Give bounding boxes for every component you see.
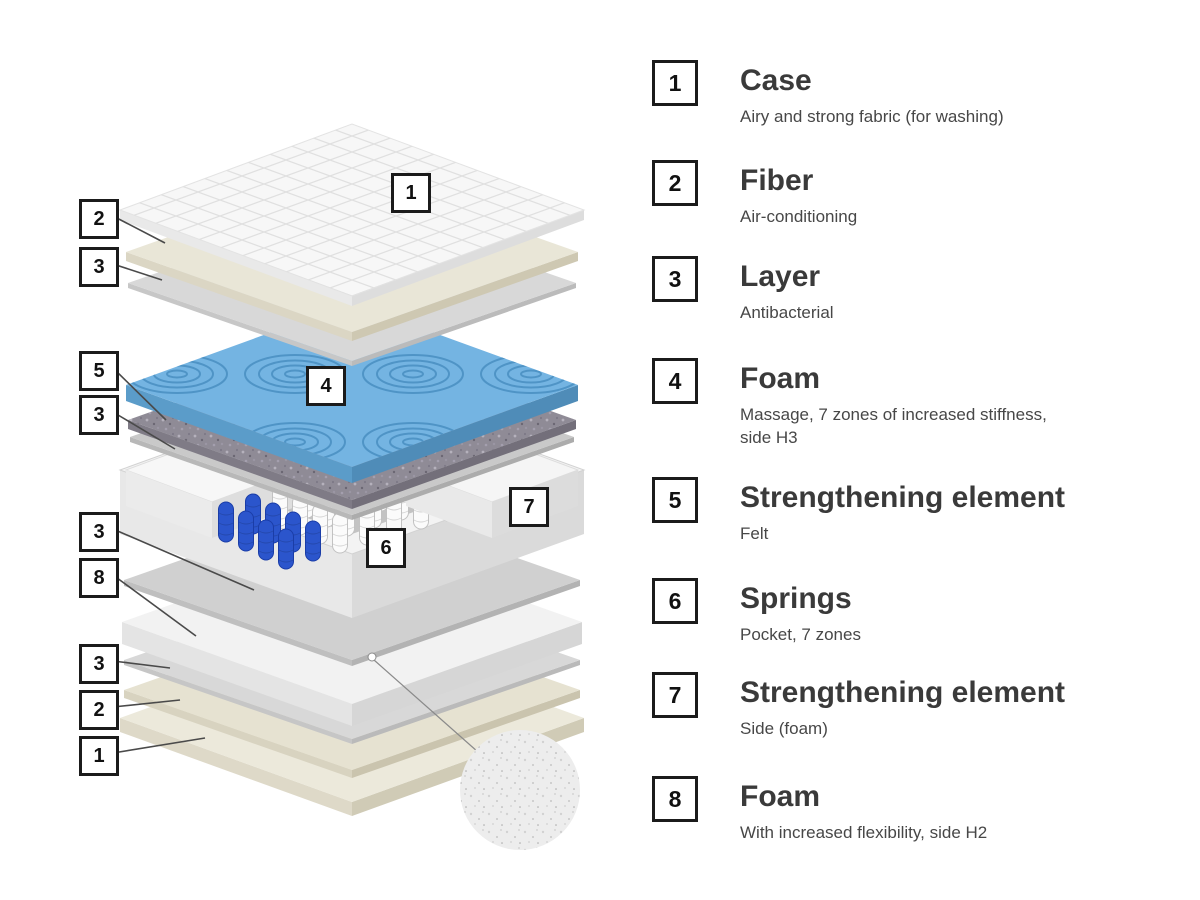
legend-title: Layer [740,260,821,293]
legend-item-foam-massage: 4 Foam Massage, 7 zones of increased sti… [652,358,1200,450]
legend-description: With increased flexibility, side H2 [740,823,988,842]
legend-description: Massage, 7 zones of increased stiffness,… [740,405,1047,447]
legend-number: 5 [652,477,698,523]
layer-number-label: 3 [79,644,119,684]
legend-number: 1 [652,60,698,106]
legend-item-foam-flex: 8 Foam With increased flexibility, side … [652,776,1200,845]
legend-number: 6 [652,578,698,624]
label-pointer-lines [112,215,255,754]
legend-item-strengthening-side: 7 Strengthening element Side (foam) [652,672,1200,741]
legend-title: Foam [740,362,821,395]
layer-number-label: 3 [79,395,119,435]
legend-number: 3 [652,256,698,302]
legend-title: Strengthening element [740,676,1066,709]
legend-item-strengthening-felt: 5 Strengthening element Felt [652,477,1200,546]
layer-number-label: 8 [79,558,119,598]
legend-description: Airy and strong fabric (for washing) [740,107,1004,126]
legend-description: Antibacterial [740,303,834,322]
legend-number: 8 [652,776,698,822]
legend-item-layer: 3 Layer Antibacterial [652,256,1200,325]
layer-number-label: 5 [79,351,119,391]
legend-title: Fiber [740,164,814,197]
legend-number: 2 [652,160,698,206]
layer-number-label: 3 [79,247,119,287]
legend-description: Felt [740,524,769,543]
layer-number-label: 2 [79,690,119,730]
mattress-illustration [112,123,586,850]
legend-title: Case [740,64,812,97]
legend-item-case: 1 Case Airy and strong fabric (for washi… [652,60,1200,129]
legend-title: Foam [740,780,821,813]
legend-description: Air-conditioning [740,207,858,226]
mattress-diagram: 2 3 5 3 3 8 3 2 1 1 4 6 7 [79,123,586,850]
legend-description: Side (foam) [740,719,828,738]
layer-number-callout: 1 [391,173,431,213]
legend-number: 4 [652,358,698,404]
layer-number-callout: 7 [509,487,549,527]
layer-number-label: 1 [79,736,119,776]
legend-description: Pocket, 7 zones [740,625,861,644]
layer-number-callout: 6 [366,528,406,568]
legend-item-fiber: 2 Fiber Air-conditioning [652,160,1200,229]
layer-number-label: 3 [79,512,119,552]
legend-item-springs: 6 Springs Pocket, 7 zones [652,578,1200,647]
layer-number-label: 2 [79,199,119,239]
foam-texture-inset [367,652,580,850]
legend-number: 7 [652,672,698,718]
legend-title: Springs [740,582,852,615]
layer-number-callout: 4 [306,366,346,406]
legend-title: Strengthening element [740,481,1066,514]
